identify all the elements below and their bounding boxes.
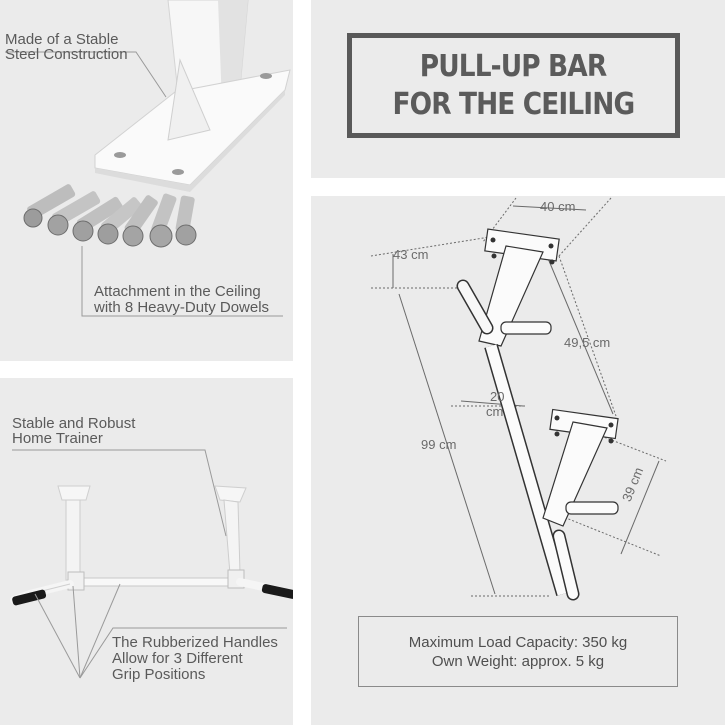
left-grip	[12, 589, 47, 606]
steel-construction-panel: Made of a Stable Steel Construction Atta…	[0, 0, 293, 361]
own-weight-text: Own Weight: approx. 5 kg	[431, 652, 605, 670]
title-box: PULL-UP BAR FOR THE CEILING	[347, 33, 680, 138]
dimensions-panel: 40 cm 43 cm 49,5 cm 20 cm 99 cm 39 cm Ma…	[311, 196, 725, 725]
trainer-label-line2: Home Trainer	[12, 430, 103, 447]
pullup-bar-illustration	[10, 449, 293, 679]
dim-total-length: 99 cm	[421, 437, 457, 452]
handles-label-line2: Allow for 3 Different	[112, 650, 243, 667]
dim-spacing-line2: cm	[486, 404, 504, 419]
dowels-label-line2: with 8 Heavy-Duty Dowels	[94, 299, 270, 316]
dimension-drawing	[370, 197, 667, 601]
right-grip	[261, 584, 293, 599]
handles-label-line1: The Rubberized Handles	[112, 634, 278, 651]
dim-spacing-line1: 20	[490, 389, 505, 404]
title-line1: PULL-UP BAR	[420, 48, 607, 84]
load-capacity-text: Maximum Load Capacity: 350 kg	[408, 633, 628, 651]
handles-label-line3: Grip Positions	[112, 666, 206, 683]
home-trainer-panel: Stable and Robust Home Trainer The Rubbe…	[0, 378, 293, 725]
dim-offset: 43 cm	[393, 247, 429, 262]
title-panel: PULL-UP BAR FOR THE CEILING	[311, 0, 725, 178]
dim-width-top: 40 cm	[540, 199, 576, 214]
steel-label-line1: Made of a Stable	[5, 31, 119, 48]
mount-plate-illustration	[5, 0, 291, 317]
title-line2: FOR THE CEILING	[392, 86, 636, 122]
trainer-label-line1: Stable and Robust	[12, 415, 136, 432]
dim-length-diag: 49,5 cm	[564, 335, 611, 350]
specs-box: Maximum Load Capacity: 350 kg Own Weight…	[358, 616, 678, 687]
dowels-label-line1: Attachment in the Ceiling	[94, 283, 261, 300]
steel-label-line2: Steel Construction	[5, 46, 128, 63]
dowels-group	[23, 184, 197, 248]
